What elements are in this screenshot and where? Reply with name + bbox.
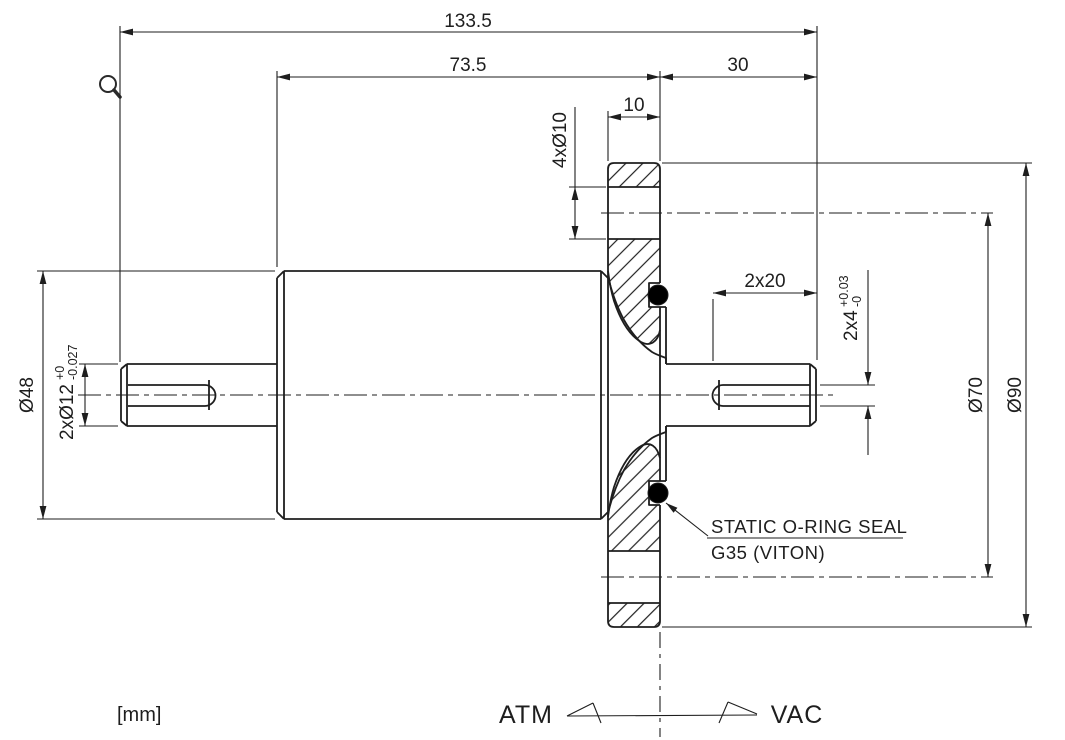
- dim-overall-length: 133.5: [119, 11, 818, 362]
- arrowhead: [1022, 614, 1030, 627]
- dim-shaft-dia-tol-upper: +0: [53, 366, 67, 380]
- arrowhead: [120, 28, 133, 36]
- arrowhead: [39, 271, 47, 284]
- arrowhead: [1022, 163, 1030, 176]
- dim-shaft-dia-tol-lower: -0.027: [66, 345, 80, 380]
- dim-shaft-dia-label: 2xØ12: [57, 384, 78, 440]
- arrowhead: [864, 406, 872, 419]
- vac-label: VAC: [771, 701, 824, 729]
- arrowhead: [804, 28, 817, 36]
- oring-seal-bottom: [647, 482, 669, 504]
- dim-flange-diameter: Ø90: [662, 162, 1032, 628]
- dim-flange-dia-label: Ø90: [1005, 377, 1026, 413]
- arrowhead: [81, 413, 89, 426]
- dim-bolt-holes: 4xØ10: [550, 107, 606, 240]
- oring-callout: STATIC O-RING SEAL G35 (VITON): [665, 502, 907, 563]
- boss-face-lines: [660, 306, 667, 482]
- magnifier-cursor-icon: [99, 75, 122, 99]
- dim-shaft-diameter: 2xØ12 +0 -0.027: [53, 345, 118, 440]
- arrowhead: [81, 364, 89, 377]
- lower-shaft-neck-curve: [607, 426, 667, 514]
- arrowhead: [666, 503, 678, 513]
- dim-body-diameter: Ø48: [17, 270, 275, 520]
- arrowhead: [571, 187, 579, 200]
- oring-seal-top: [647, 284, 669, 306]
- flange-outer-edges: [607, 162, 661, 628]
- upper-shaft-neck-curve: [607, 276, 667, 364]
- dim-vac-shaft-length: 30: [660, 55, 817, 81]
- arrowhead: [804, 289, 817, 297]
- dim-vac-shaft-label: 30: [727, 55, 748, 76]
- arrowhead: [608, 113, 621, 121]
- arrowhead: [571, 226, 579, 239]
- dim-body-flange-length: 73.5: [276, 55, 661, 267]
- bolt-hole-edges: [608, 186, 660, 604]
- atm-vac-interface: ATM VAC: [499, 701, 824, 729]
- arrowhead: [660, 73, 673, 81]
- dim-flange-thickness: 10: [607, 95, 660, 161]
- dim-keyway-width-label: 2x4: [841, 310, 862, 341]
- dim-keyway-length-label: 2x20: [744, 271, 785, 292]
- arrowhead: [984, 213, 992, 226]
- vac-flag-icon: [718, 701, 758, 724]
- dim-bolt-circle-label: Ø70: [966, 377, 987, 413]
- dim-keyway-width-tol-upper: +0.03: [837, 275, 851, 307]
- arrowhead: [647, 73, 660, 81]
- dim-body-dia-label: Ø48: [17, 377, 38, 413]
- dim-overall-length-label: 133.5: [444, 11, 492, 32]
- hatch-bottom-band: [608, 603, 660, 627]
- dim-bolt-holes-label: 4xØ10: [550, 112, 571, 168]
- dim-bolt-circle-diameter: Ø70: [966, 213, 992, 577]
- hatch-top-band: [608, 163, 660, 187]
- arrowhead: [713, 289, 726, 297]
- arrowhead: [647, 113, 660, 121]
- atm-shaft-keyway: [128, 380, 217, 410]
- centerlines: [78, 212, 993, 737]
- oring-callout-line2: G35 (VITON): [711, 542, 825, 563]
- dim-body-flange-label: 73.5: [450, 55, 487, 76]
- dim-keyway-width: 2x4 +0.03 -0: [820, 270, 875, 455]
- units-label: [mm]: [117, 704, 161, 726]
- arrowhead: [39, 506, 47, 519]
- arrowhead: [984, 564, 992, 577]
- dim-keyway-length: 2x20: [712, 271, 817, 361]
- vac-shaft-end: [666, 363, 817, 427]
- vac-shaft-keyway: [711, 380, 810, 410]
- atm-flag-icon: [566, 702, 602, 724]
- arrowhead: [864, 372, 872, 385]
- oring-callout-line1: STATIC O-RING SEAL: [711, 516, 907, 537]
- atm-shaft-end: [120, 363, 277, 427]
- dim-keyway-width-tol-lower: -0: [850, 296, 864, 307]
- arrowhead: [277, 73, 290, 81]
- arrowhead: [804, 73, 817, 81]
- dim-flange-thickness-label: 10: [623, 95, 644, 116]
- body-cylinder: [276, 270, 609, 520]
- mounting-flange: [607, 162, 667, 628]
- atm-label: ATM: [499, 701, 553, 729]
